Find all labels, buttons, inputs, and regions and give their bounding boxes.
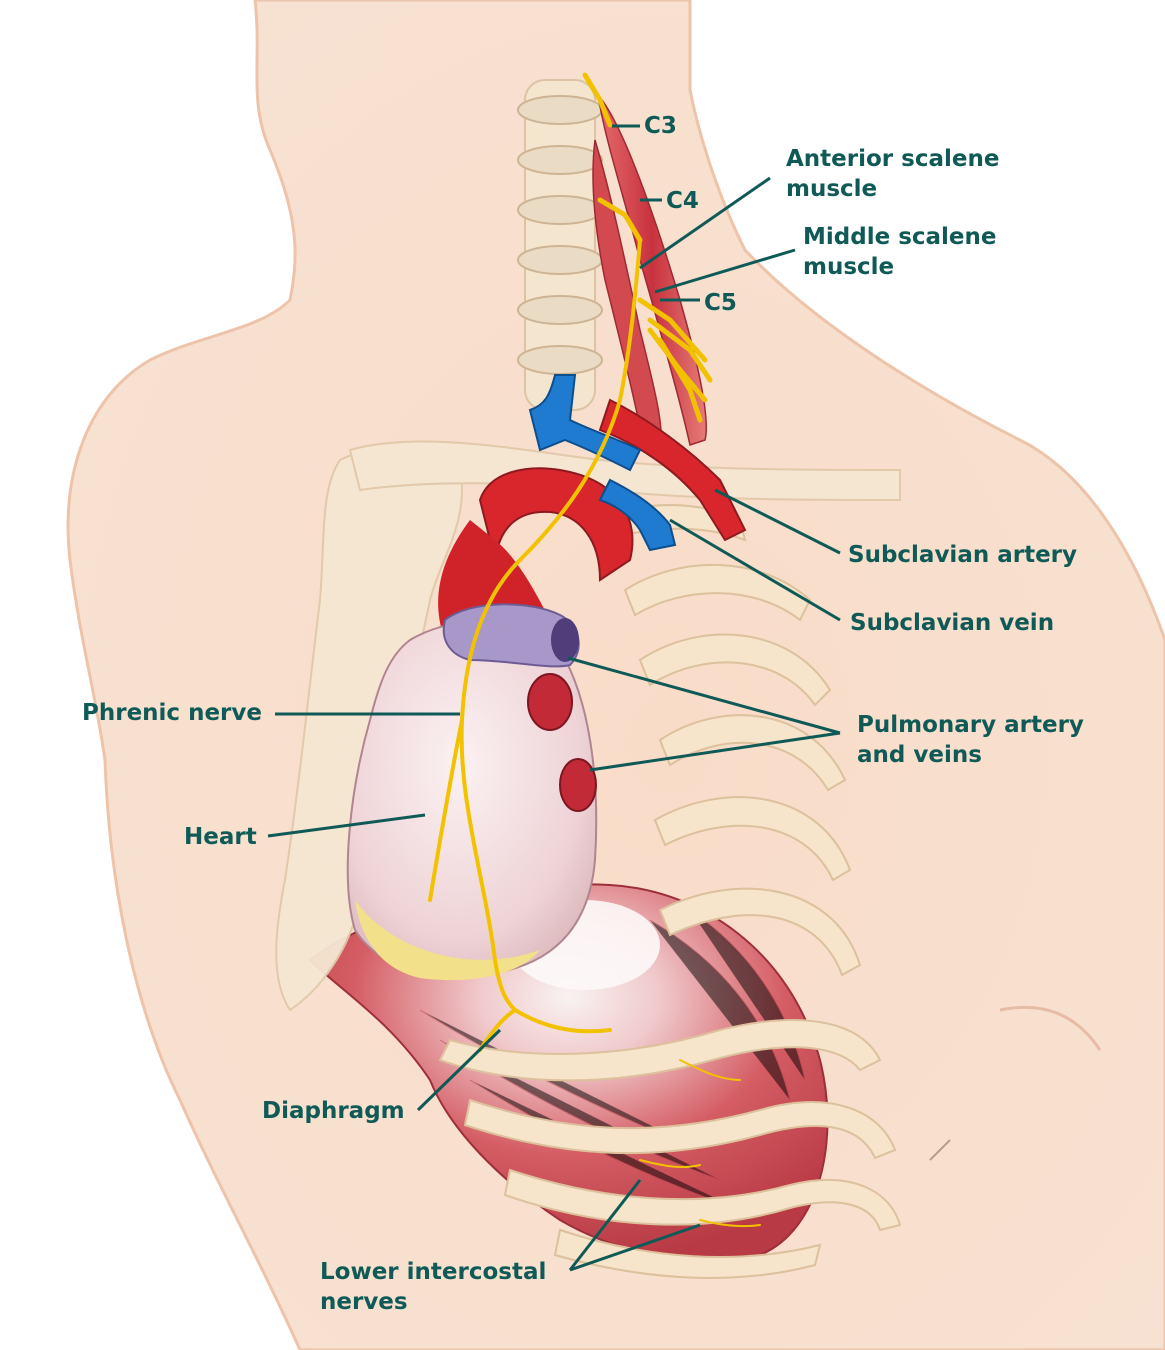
label-c3: C3 — [644, 113, 677, 139]
label-diaphragm: Diaphragm — [262, 1098, 405, 1124]
label-anterior-scalene-muscle: Anterior scalene muscle — [786, 146, 1000, 202]
label-subclavian-vein: Subclavian vein — [850, 610, 1055, 636]
label-subclavian-artery: Subclavian artery — [848, 542, 1078, 568]
leader-pulmonary-2 — [589, 731, 841, 772]
rib-cage — [438, 504, 902, 1279]
leader-subclavian-vein — [669, 518, 841, 622]
leader-pulmonary-1 — [567, 656, 841, 735]
label-heart: Heart — [184, 824, 257, 850]
leader-middle-scalene — [654, 248, 796, 294]
scalene-muscles — [592, 92, 708, 453]
leader-lines — [267, 124, 841, 1272]
leader-heart — [267, 813, 426, 838]
leader-subclavian-artery — [714, 488, 841, 555]
label-middle-scalene-muscle: Middle scalene muscle — [803, 224, 997, 280]
cervical-spine — [517, 79, 603, 411]
body-silhouette — [66, 0, 1165, 1350]
vertebra-icon — [517, 95, 603, 375]
label-c4: C4 — [666, 188, 699, 214]
leader-anterior-scalene — [639, 176, 771, 270]
leader-intercostal-1 — [568, 1179, 642, 1271]
phrenic-nerve — [428, 238, 761, 1228]
label-c5: C5 — [704, 290, 737, 316]
label-phrenic-nerve: Phrenic nerve — [82, 700, 262, 726]
leader-intercostal-2 — [569, 1223, 701, 1272]
cervical-nerves — [582, 72, 713, 423]
leader-diaphragm — [416, 1028, 502, 1112]
label-lower-intercostal-nerves: Lower intercostal nerves — [320, 1259, 547, 1315]
label-pulmonary-artery-and-veins: Pulmonary artery and veins — [857, 712, 1084, 768]
